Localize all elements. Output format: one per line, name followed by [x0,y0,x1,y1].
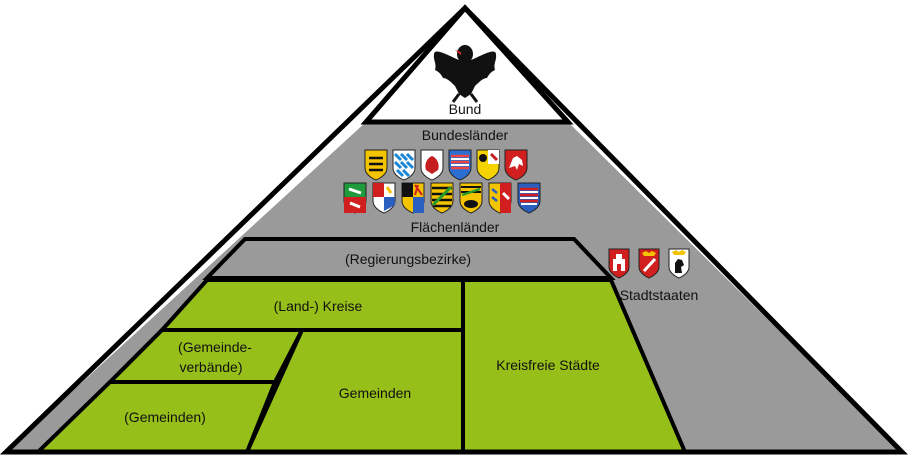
gemeindeverbaende-label-line1: (Gemeinde- [178,339,252,355]
berlin-coat-icon [668,248,690,279]
bayern-coat-icon [392,149,416,181]
gemeinden-label: Gemeinden [339,385,411,401]
land-kreise-label: (Land-) Kreise [274,298,363,314]
saarland-coat-icon [401,182,425,214]
flaechenlaender-coats [343,149,541,214]
bund-label: Bund [449,101,482,117]
nordrhein-westfalen-coat-icon [343,182,367,214]
niedersachsen-coat-icon [504,149,528,181]
hessen-coat-icon [448,149,472,181]
schleswig-holstein-coat-icon [488,182,512,214]
sachsen-coat-icon [430,182,454,214]
baden-wuerttemberg-coat-icon [364,149,388,181]
hamburg-coat-icon [608,248,630,279]
gemeindeverbaende-label-line2: verbände) [179,359,242,375]
brandenburg-coat-icon [420,149,444,181]
pyramid-outline [0,4,908,455]
bundeslaender-label: Bundesländer [422,127,509,143]
bremen-coat-icon [638,248,660,279]
stadtstaaten-coats [608,248,690,279]
federal-eagle-icon [433,45,497,103]
regierungsbezirke-label: (Regierungsbezirke) [345,251,471,267]
sachsen-anhalt-coat-icon [459,182,483,214]
stadtstaaten-label: Stadtstaaten [620,287,699,303]
mecklenburg-vorpommern-coat-icon [476,149,500,181]
thueringen-coat-icon [517,182,541,214]
kreisfreie-staedte-label: Kreisfreie Städte [496,357,600,373]
rheinland-pfalz-coat-icon [372,182,396,214]
flaechenlaender-label: Flächenländer [411,219,500,235]
gemeinden-in-verband-label: (Gemeinden) [124,409,206,425]
